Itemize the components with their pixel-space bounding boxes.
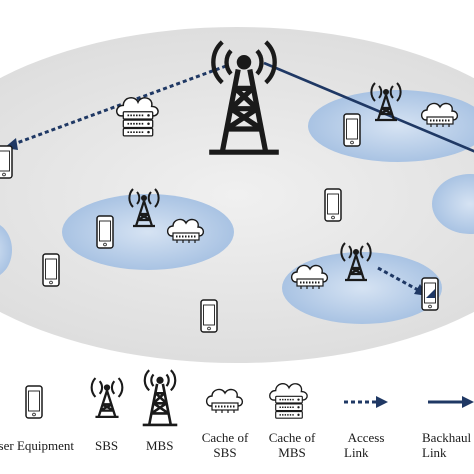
small-cell-area [0, 225, 12, 275]
sbs-cache-cloud-icon [290, 264, 329, 290]
legend-mbs-cache-label-line2: MBS [278, 445, 306, 460]
legend-mbs-label: MBS [146, 438, 174, 453]
legend-access-link-arrow [376, 396, 388, 408]
mbs-cache-cloud-icon [115, 96, 159, 137]
legend-mbs-cache-label: Cache of MBS [265, 430, 319, 460]
legend-access-link-label-line2: Link [344, 445, 369, 460]
legend-sbs-cache-label-line1: Cache of [201, 430, 249, 445]
user-equipment-icon [421, 277, 439, 311]
legend-sbs-cache-label: Cache of SBS [198, 430, 252, 460]
legend-backhaul-link-arrow [462, 396, 474, 408]
user-equipment-icon [324, 188, 342, 222]
legend-backhaul-link-label-line2: Link [422, 445, 447, 460]
user-equipment-icon [200, 299, 218, 333]
user-equipment-icon [0, 145, 13, 179]
access-link [13, 64, 227, 146]
legend-sbs-label: SBS [95, 438, 119, 453]
legend-sbs-cache-label-line2: SBS [213, 445, 237, 460]
user-equipment-icon [96, 215, 114, 249]
legend-backhaul-link-label-line1: Backhaul [422, 430, 472, 445]
access-link [377, 266, 419, 292]
legend-mbs-cache-icon [268, 382, 308, 419]
sbs-cache-cloud-icon [420, 102, 459, 128]
user-equipment-icon [343, 113, 361, 147]
legend-sbs-icon [90, 376, 124, 419]
user-equipment-icon [42, 253, 60, 287]
legend-backhaul-link-label: Backhaul Link [422, 430, 471, 460]
legend-access-link-label: Access Link [342, 430, 390, 460]
small-cell-area [62, 194, 234, 270]
legend-user-equipment-label: User Equipment [0, 438, 74, 453]
legend [25, 368, 474, 427]
small-cell-area [432, 174, 474, 234]
legend-access-link-label-line1: Access [347, 430, 385, 445]
legend-sbs-cache-icon [205, 388, 244, 414]
legend-user-equipment-icon [25, 385, 43, 419]
legend-mbs-icon [141, 368, 179, 427]
legend-mbs-cache-label-line1: Cache of [268, 430, 316, 445]
backhaul-link [263, 61, 474, 153]
sbs-cache-cloud-icon [166, 218, 205, 244]
